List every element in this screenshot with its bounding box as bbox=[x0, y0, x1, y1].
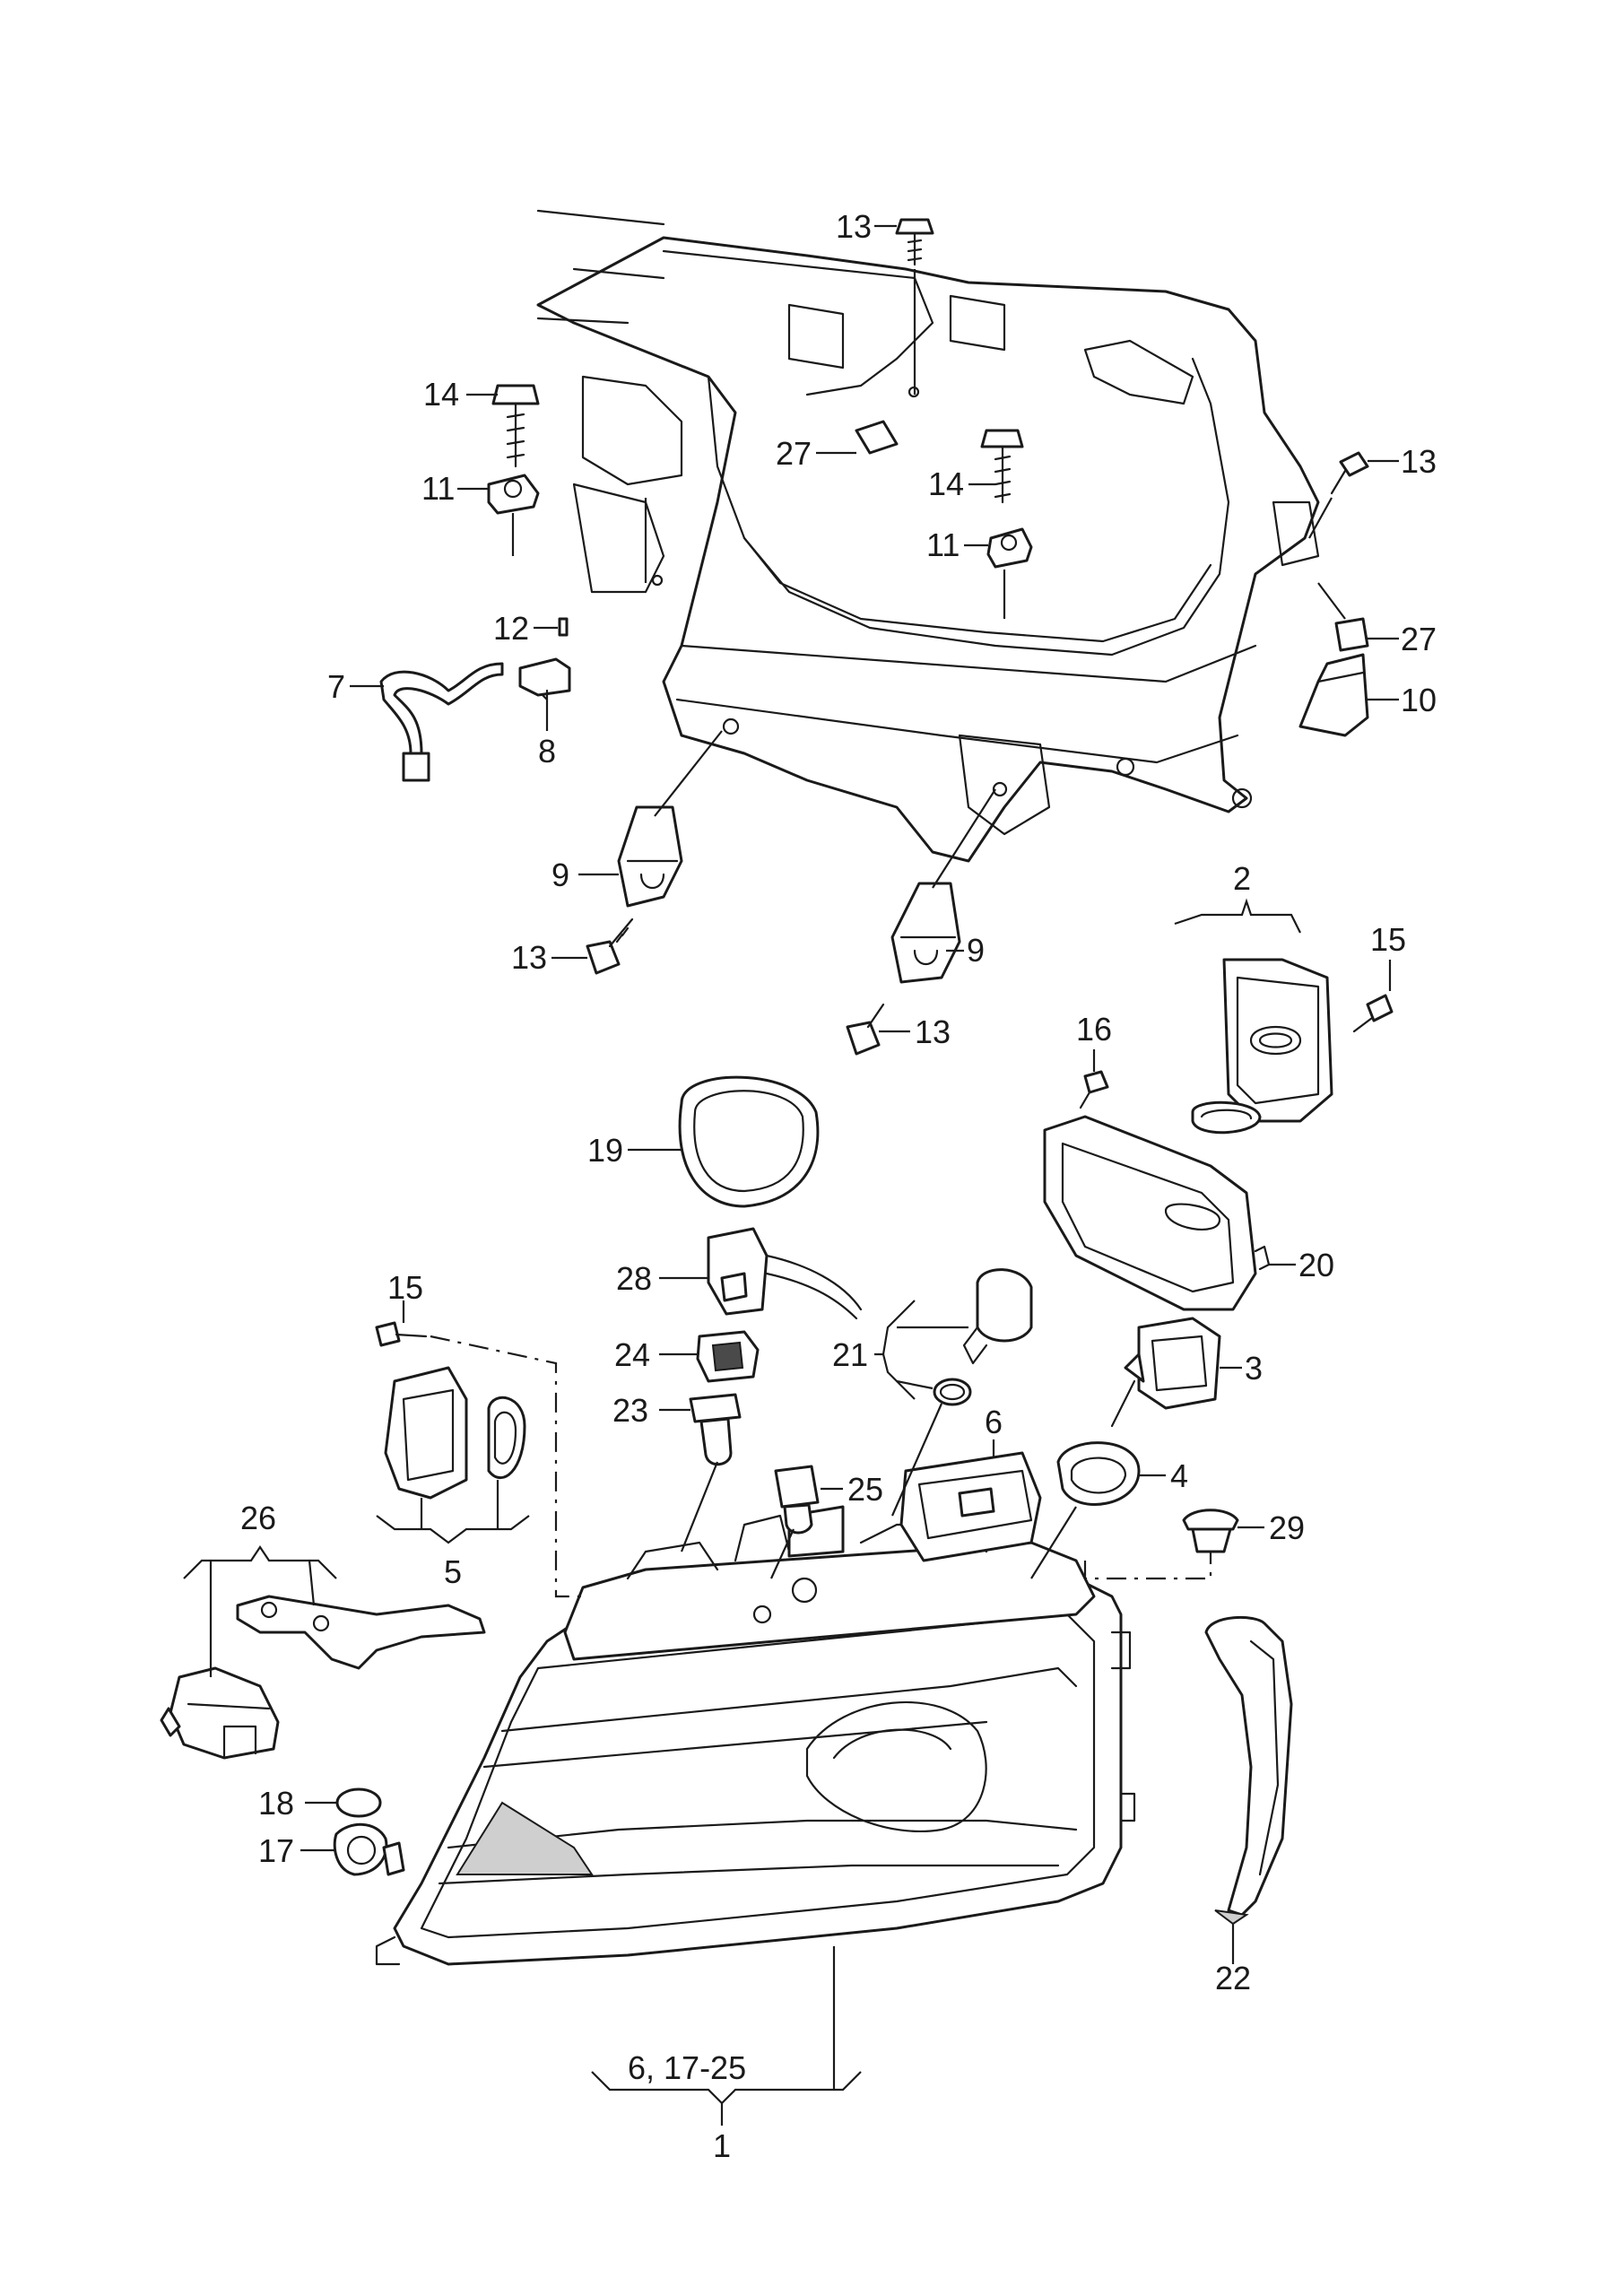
igniter-3 bbox=[1110, 1317, 1221, 1428]
cap-4 bbox=[1056, 1441, 1141, 1506]
screw-13-right bbox=[1330, 451, 1369, 495]
callout-5: 5 bbox=[444, 1553, 462, 1590]
callout-27-right: 27 bbox=[1401, 621, 1437, 657]
screw-15-left bbox=[375, 1321, 428, 1347]
callout-21: 21 bbox=[832, 1336, 868, 1373]
callout-13-right: 13 bbox=[1401, 443, 1437, 480]
pin-12 bbox=[558, 617, 569, 637]
callout-19: 19 bbox=[587, 1132, 623, 1169]
adjuster-17 bbox=[333, 1822, 405, 1876]
cover-5 bbox=[384, 1366, 526, 1500]
callout-1-subassembly: 6, 17-25 bbox=[628, 2049, 746, 2086]
callout-7: 7 bbox=[327, 668, 345, 705]
clip-9-right bbox=[890, 882, 961, 984]
callout-6: 6 bbox=[985, 1404, 1003, 1440]
callout-3: 3 bbox=[1245, 1350, 1263, 1387]
hose-7 bbox=[379, 662, 504, 782]
leader-lines bbox=[183, 224, 1399, 2126]
callout-4: 4 bbox=[1170, 1457, 1188, 1494]
callout-14-left: 14 bbox=[423, 376, 459, 413]
clip-27-top bbox=[855, 420, 899, 455]
screw-13-left-low bbox=[586, 918, 634, 975]
side-trim-22 bbox=[1204, 1615, 1293, 1926]
callout-13-right-low: 13 bbox=[915, 1013, 951, 1050]
screw-13-top bbox=[895, 218, 934, 266]
callout-8: 8 bbox=[538, 733, 556, 770]
callout-11-middle: 11 bbox=[926, 526, 960, 563]
bolt-14-middle bbox=[980, 429, 1024, 504]
seal-control-unit bbox=[1191, 1100, 1262, 1135]
callout-2: 2 bbox=[1233, 860, 1251, 897]
leveling-motor-26 bbox=[160, 1595, 486, 1760]
bulb-23 bbox=[689, 1393, 742, 1466]
callout-26: 26 bbox=[240, 1500, 276, 1536]
connector-8 bbox=[518, 657, 571, 701]
control-module-6 bbox=[899, 1451, 1042, 1562]
headlight-housing bbox=[375, 1505, 1136, 1966]
callout-9-left: 9 bbox=[551, 857, 569, 893]
connector-28 bbox=[707, 1227, 863, 1320]
callout-28: 28 bbox=[616, 1260, 652, 1297]
callout-14-middle: 14 bbox=[928, 465, 964, 502]
callout-18: 18 bbox=[258, 1785, 294, 1822]
callout-20: 20 bbox=[1298, 1247, 1334, 1283]
bracket-10 bbox=[1298, 653, 1369, 737]
callout-16: 16 bbox=[1076, 1011, 1112, 1048]
callout-1: 1 bbox=[713, 2127, 731, 2164]
socket-24 bbox=[696, 1330, 760, 1383]
cover-frame-20 bbox=[1043, 1115, 1271, 1311]
callout-22: 22 bbox=[1215, 1960, 1251, 1996]
callout-12: 12 bbox=[493, 610, 529, 647]
control-unit-2 bbox=[1222, 958, 1333, 1123]
screw-16 bbox=[1079, 1070, 1109, 1109]
clip-9-left bbox=[617, 805, 683, 908]
nut-11-left bbox=[487, 474, 540, 515]
callout-labels: 13 14 11 27 14 11 13 27 10 12 7 8 9 13 9… bbox=[240, 208, 1437, 2164]
callout-29: 29 bbox=[1269, 1509, 1305, 1546]
clip-27-right bbox=[1334, 617, 1369, 652]
callout-24: 24 bbox=[614, 1336, 650, 1373]
nut-11-middle bbox=[986, 527, 1033, 569]
callout-17: 17 bbox=[258, 1832, 294, 1869]
callout-23: 23 bbox=[612, 1392, 648, 1429]
callout-9-right: 9 bbox=[967, 932, 985, 969]
callout-13-top: 13 bbox=[836, 208, 872, 245]
callout-13-left-low: 13 bbox=[511, 939, 547, 976]
callout-10: 10 bbox=[1401, 682, 1437, 718]
callout-15-left: 15 bbox=[387, 1269, 423, 1306]
callout-11-left: 11 bbox=[421, 470, 455, 507]
screw-13-right-low bbox=[846, 1003, 885, 1056]
callout-15-right: 15 bbox=[1370, 921, 1406, 958]
cap-18 bbox=[335, 1787, 382, 1818]
screw-15-right bbox=[1352, 994, 1394, 1033]
front-frame-carrier bbox=[536, 209, 1320, 863]
bulb-21 bbox=[962, 1268, 1033, 1365]
plug-29 bbox=[1182, 1509, 1239, 1553]
callout-27-top: 27 bbox=[776, 435, 812, 472]
ring-19 bbox=[678, 1075, 820, 1208]
bolt-14-left bbox=[491, 384, 540, 468]
seal-ring-21 bbox=[933, 1378, 972, 1406]
callout-25: 25 bbox=[847, 1471, 883, 1508]
bulb-25 bbox=[774, 1465, 820, 1535]
